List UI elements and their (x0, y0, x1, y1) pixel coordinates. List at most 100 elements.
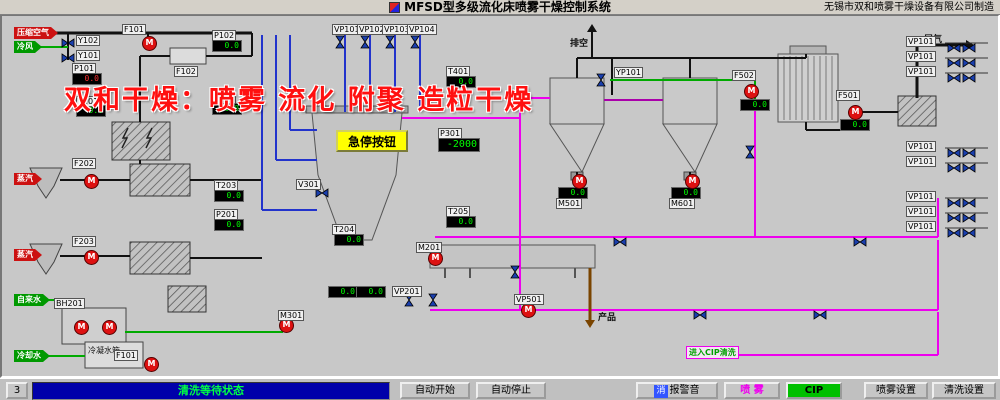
digital-display: 0.0 (212, 103, 242, 115)
valve-icon[interactable] (947, 158, 961, 173)
instrument-tag: V301 (296, 179, 321, 190)
instrument-tag: F102 (174, 66, 198, 77)
valve-icon[interactable] (61, 48, 75, 63)
valve-icon[interactable] (410, 35, 425, 49)
instrument-tag: VP104 (407, 24, 437, 35)
motor-icon[interactable]: M (84, 174, 99, 189)
motor-icon[interactable]: M (84, 250, 99, 265)
instrument-tag: T401 (446, 66, 471, 77)
flow-source-tag: 冷却水 (14, 350, 50, 362)
status-message: 清洗等待状态 (32, 382, 390, 400)
cip-line-label: 进入CIP清洗 (686, 346, 739, 359)
valve-icon[interactable] (962, 223, 976, 238)
motor-icon[interactable]: M (685, 174, 700, 189)
digital-display: 0.0 (72, 73, 102, 85)
auto-start-button[interactable]: 自动开始 (400, 382, 470, 399)
valve-icon[interactable] (947, 143, 961, 158)
valve-icon[interactable] (428, 293, 443, 307)
motor-icon[interactable]: M (102, 320, 117, 335)
motor-icon[interactable]: M (572, 174, 587, 189)
instrument-tag: VP501 (514, 294, 544, 305)
manufacturer-label: 无锡市双和喷雾干燥设备有限公司制造 (824, 2, 994, 13)
digital-display: 0.0 (446, 216, 476, 228)
page-button[interactable]: 3 (6, 382, 28, 399)
valve-icon[interactable] (813, 305, 827, 320)
valve-icon[interactable] (962, 158, 976, 173)
valve-icon[interactable] (962, 193, 976, 208)
digital-display: 0.0 (214, 219, 244, 231)
instrument-tag: VP201 (392, 286, 422, 297)
status-text: 清洗等待状态 (178, 384, 244, 397)
digital-display: 0.0 (212, 40, 242, 52)
estop-button[interactable]: 急停按钮 (336, 130, 408, 152)
motor-icon[interactable]: M (142, 36, 157, 51)
valve-icon[interactable] (360, 35, 375, 49)
valve-icon[interactable] (510, 265, 525, 279)
diagram-label: 产品 (598, 313, 617, 323)
motor-icon[interactable]: M (521, 303, 536, 318)
cip-button[interactable]: CIP (786, 382, 842, 399)
valve-icon[interactable] (962, 143, 976, 158)
instrument-tag: F203 (72, 236, 96, 247)
valve-icon[interactable] (335, 35, 350, 49)
spray-button[interactable]: 喷 雾 (724, 382, 780, 399)
valve-icon[interactable] (61, 33, 75, 48)
valve-icon[interactable] (947, 193, 961, 208)
valve-icon[interactable] (693, 305, 707, 320)
auto-stop-button[interactable]: 自动停止 (476, 382, 546, 399)
clean-settings-button[interactable]: 清洗设置 (932, 382, 996, 399)
instrument-tag: BH201 (54, 298, 85, 309)
instrument-tag: F502 (732, 70, 756, 81)
instrument-tag: P101 (72, 63, 97, 74)
valve-icon[interactable] (613, 232, 627, 247)
valve-icon[interactable] (962, 53, 976, 68)
app-icon (389, 1, 401, 13)
digital-display: 0.0 (446, 76, 476, 88)
valve-icon[interactable] (745, 145, 760, 159)
valve-icon[interactable] (962, 38, 976, 53)
valve-icon[interactable] (853, 232, 867, 247)
instrument-tag: M201 (416, 242, 443, 253)
app-title: MFSD型多级流化床喷雾干燥控制系统 (404, 0, 611, 14)
valve-icon[interactable] (947, 53, 961, 68)
mute-alarm-button[interactable]: 消报警音 (636, 382, 718, 399)
instrument-tag: F101 (122, 24, 146, 35)
instrument-tag: VP101 (906, 191, 936, 202)
instrument-tag: P301 (438, 128, 463, 139)
instrument-tag: F202 (72, 158, 96, 169)
motor-icon[interactable]: M (428, 251, 443, 266)
motor-icon[interactable]: M (744, 84, 759, 99)
digital-display: -2000 (438, 138, 480, 152)
instrument-tag: M601 (669, 198, 696, 209)
instrument-tag: Y101 (76, 50, 101, 61)
valve-icon[interactable] (947, 68, 961, 83)
instrument-tag: VP101 (906, 51, 936, 62)
motor-icon[interactable]: M (144, 357, 159, 372)
instrument-tag: P201 (214, 209, 239, 220)
valve-icon[interactable] (962, 68, 976, 83)
valve-icon[interactable] (947, 223, 961, 238)
instrument-tag: VP101 (906, 156, 936, 167)
valve-icon[interactable] (947, 208, 961, 223)
valve-icon[interactable] (947, 38, 961, 53)
valve-icon[interactable] (962, 208, 976, 223)
title-bar: MFSD型多级流化床喷雾干燥控制系统 无锡市双和喷雾干燥设备有限公司制造 (0, 0, 1000, 15)
motor-icon[interactable]: M (848, 105, 863, 120)
valve-icon[interactable] (385, 35, 400, 49)
mute-alarm-icon: 消 (654, 385, 668, 398)
digital-display: 0.0 (840, 119, 870, 131)
diagram-label: 排空 (570, 39, 589, 49)
valve-icon[interactable] (596, 73, 611, 87)
instrument-tag: Y102 (76, 35, 101, 46)
status-bar: 3 清洗等待状态 自动开始 自动停止 消报警音 喷 雾 CIP 喷雾设置 清洗设… (0, 378, 1000, 400)
digital-display: 0.0 (356, 286, 386, 298)
digital-display: 0.0 (740, 99, 770, 111)
motor-icon[interactable]: M (74, 320, 89, 335)
instrument-tag: VP101 (906, 36, 936, 47)
spray-settings-button[interactable]: 喷雾设置 (864, 382, 928, 399)
instrument-tag: T202 (212, 93, 237, 104)
instrument-tag: M301 (278, 310, 305, 321)
digital-display: 0.0 (214, 190, 244, 202)
digital-display: 0.0 (328, 286, 358, 298)
